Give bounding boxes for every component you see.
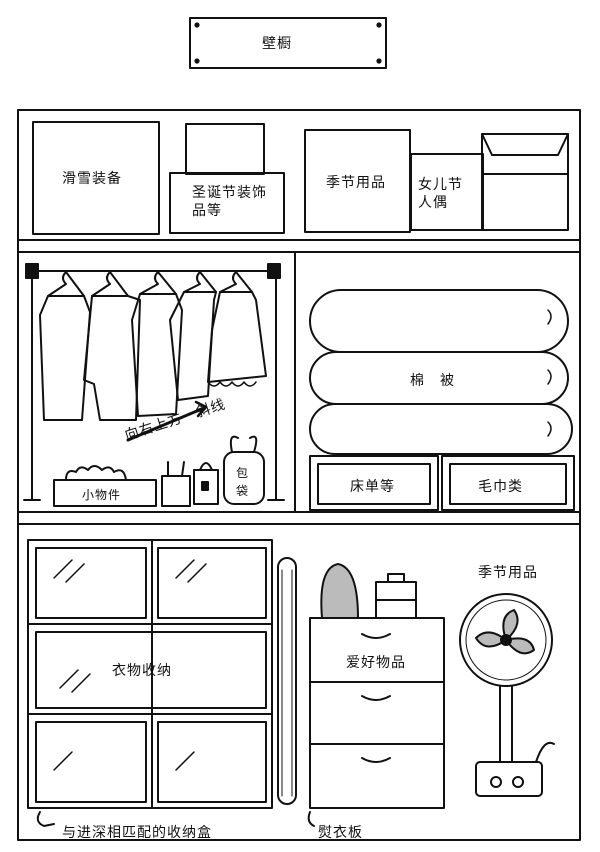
top-shelf-boxes	[32, 121, 569, 235]
label-ironing-board: 熨衣板	[318, 825, 363, 841]
label-hina-dolls: 女儿节人偶	[418, 177, 463, 211]
bedding-stack	[309, 289, 575, 511]
label-christmas-decor: 圣诞节装饰品等	[192, 185, 267, 219]
label-seasonal-top: 季节用品	[326, 175, 386, 191]
label-hobby-items: 爱好物品	[346, 655, 406, 671]
hobby-cabinet	[309, 563, 445, 809]
clothes-rack	[23, 263, 285, 507]
label-storage-boxes-note: 与进深相匹配的收纳盒	[62, 825, 212, 841]
fan-icon	[459, 593, 555, 797]
label-ski-gear: 滑雪装备	[62, 171, 122, 187]
page-title: 壁橱	[262, 36, 292, 52]
ironing-board	[277, 557, 315, 827]
label-futon: 棉 被	[410, 373, 455, 389]
label-bags: 包袋	[236, 466, 250, 498]
title-sign	[189, 17, 387, 69]
label-towels: 毛巾类	[478, 479, 523, 495]
closet-frame	[17, 109, 581, 841]
label-clothes-storage: 衣物收纳	[112, 663, 172, 679]
label-small-items: 小物件	[82, 488, 122, 502]
label-seasonal-bottom: 季节用品	[478, 565, 538, 581]
label-sheets: 床单等	[350, 479, 395, 495]
storage-boxes	[27, 539, 273, 827]
